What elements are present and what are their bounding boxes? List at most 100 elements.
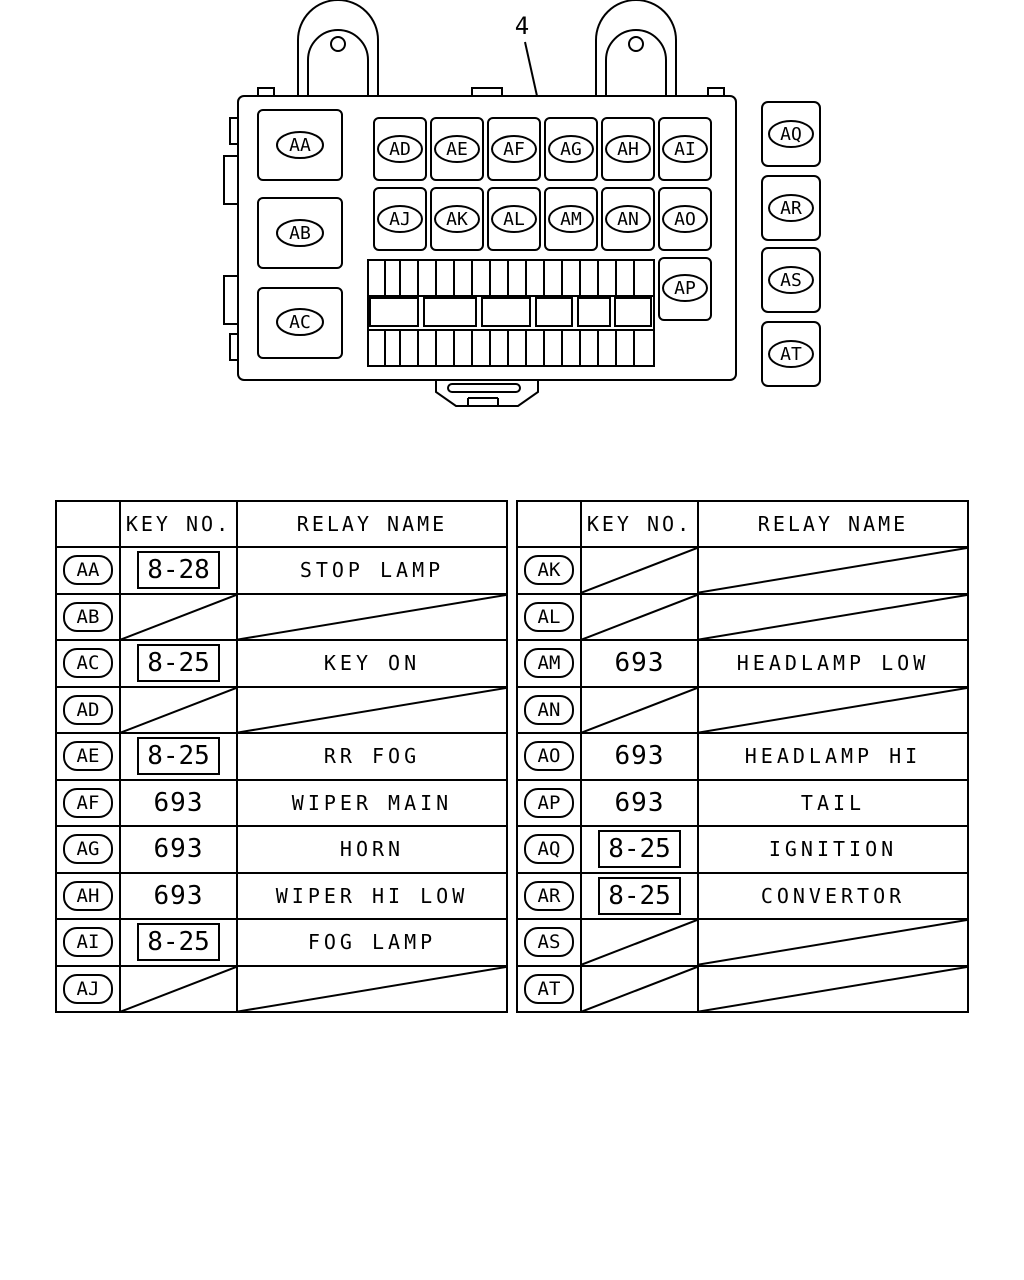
row-id: AJ	[55, 964, 121, 1013]
relay-name-cell: STOP LAMP	[236, 546, 508, 595]
relay-name-cell: HORN	[236, 825, 508, 874]
socket-label: AK	[446, 209, 468, 230]
socket-label: AA	[289, 135, 311, 156]
empty-slash	[121, 967, 236, 1012]
relay-id-label: AO	[524, 741, 574, 772]
socket-label: AO	[674, 209, 696, 230]
key-no-cell: 8-25	[580, 825, 699, 874]
relay-id-label: AL	[524, 601, 574, 632]
row-id: AC	[55, 639, 121, 688]
left-mount-ear	[297, 0, 379, 96]
relay-id-label: AP	[524, 787, 574, 818]
key-no-cell: 693	[580, 778, 699, 827]
relay-name-cell: HEADLAMP LOW	[697, 639, 969, 688]
key-no-cell	[119, 685, 238, 734]
key-no-cell: 693	[580, 639, 699, 688]
key-no-value: 693	[153, 834, 204, 865]
key-no-cell	[119, 964, 238, 1013]
key-no-header: KEY NO.	[580, 500, 699, 548]
relay-name-cell: CONVERTOR	[697, 871, 969, 920]
key-no-cell	[580, 964, 699, 1013]
relay-name-value: WIPER HI LOW	[275, 883, 469, 908]
key-no-value: 693	[614, 787, 665, 818]
table-row: AM 693 HEADLAMP LOW	[516, 639, 969, 688]
table-row: AT	[516, 964, 969, 1013]
relay-name-header: RELAY NAME	[236, 500, 508, 548]
key-no-value: 8-25	[137, 737, 220, 776]
relay-name-cell	[697, 685, 969, 734]
relay-name-cell: FOG LAMP	[236, 918, 508, 967]
table-row: AF 693 WIPER MAIN	[55, 778, 508, 827]
table-row: AP 693 TAIL	[516, 778, 969, 827]
socket-label: AL	[503, 209, 525, 230]
row-id: AB	[55, 592, 121, 641]
empty-slash	[238, 595, 506, 640]
socket-label: AS	[780, 270, 802, 291]
row-id: AK	[516, 546, 582, 595]
table-row: AL	[516, 592, 969, 641]
relay-name-value: HEADLAMP HI	[744, 744, 922, 769]
relay-name-value: FOG LAMP	[307, 930, 437, 955]
relay-name-value: IGNITION	[768, 837, 898, 862]
row-id: AI	[55, 918, 121, 967]
relay-name-cell: HEADLAMP HI	[697, 732, 969, 781]
socket-label: AT	[780, 344, 802, 365]
relay-name-cell: WIPER MAIN	[236, 778, 508, 827]
id-header	[55, 500, 121, 548]
empty-slash	[121, 595, 236, 640]
key-no-cell: 8-25	[119, 639, 238, 688]
empty-slash	[238, 967, 506, 1012]
socket-label: AD	[389, 139, 411, 160]
id-header	[516, 500, 582, 548]
key-no-value: 693	[614, 741, 665, 772]
relay-name-cell	[697, 546, 969, 595]
row-id: AR	[516, 871, 582, 920]
relay-id-label: AJ	[63, 973, 113, 1004]
socket-label: AG	[560, 139, 582, 160]
key-no-cell: 8-28	[119, 546, 238, 595]
socket-label: AI	[674, 139, 696, 160]
empty-slash	[238, 688, 506, 733]
table-row: AK	[516, 546, 969, 595]
key-no-cell: 693	[119, 778, 238, 827]
relay-name-cell: KEY ON	[236, 639, 508, 688]
relay-name-value: WIPER MAIN	[291, 790, 453, 815]
relay-name-value: TAIL	[800, 790, 866, 815]
key-no-value: 693	[153, 880, 204, 911]
row-id: AA	[55, 546, 121, 595]
row-id: AM	[516, 639, 582, 688]
relay-box-diagram: 4 AA AB AC AD AE AF AG AH AI AJ AK AL AM…	[223, 0, 821, 407]
empty-slash	[699, 967, 967, 1012]
empty-slash	[582, 920, 697, 965]
socket-label: AC	[289, 312, 311, 333]
row-id: AD	[55, 685, 121, 734]
empty-slash	[699, 548, 967, 593]
socket-label: AM	[560, 209, 582, 230]
row-id: AT	[516, 964, 582, 1013]
relay-name-value: STOP LAMP	[299, 558, 445, 583]
table-row: AD	[55, 685, 508, 734]
relay-id-label: AC	[63, 648, 113, 679]
empty-slash	[582, 688, 697, 733]
row-id: AN	[516, 685, 582, 734]
socket-label: AN	[617, 209, 639, 230]
relay-name-value: CONVERTOR	[760, 883, 906, 908]
key-no-value: 693	[614, 648, 665, 679]
row-id: AE	[55, 732, 121, 781]
relay-id-label: AT	[524, 973, 574, 1004]
key-no-value: 693	[153, 787, 204, 818]
table-row: AJ	[55, 964, 508, 1013]
key-no-value: 8-25	[137, 644, 220, 683]
relay-name-value: RR FOG	[323, 744, 421, 769]
table-row: AS	[516, 918, 969, 967]
row-id: AF	[55, 778, 121, 827]
relay-box-body	[237, 95, 737, 381]
key-no-cell	[580, 918, 699, 967]
relay-name-cell	[697, 592, 969, 641]
relay-name-cell: IGNITION	[697, 825, 969, 874]
